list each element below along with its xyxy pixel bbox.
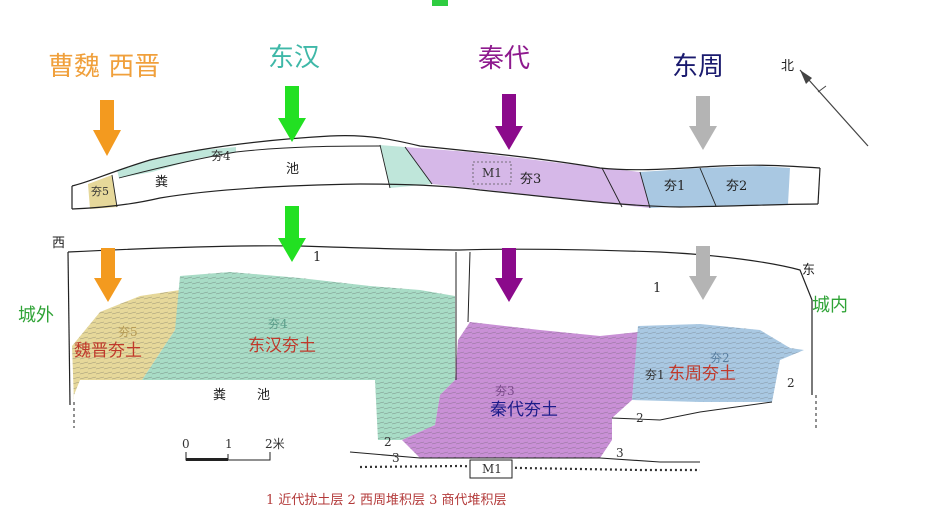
scale-one: 1	[225, 437, 233, 451]
layer2-label-b: 2	[636, 411, 644, 425]
plan-div-1	[111, 174, 118, 208]
plan-m1-box	[472, 161, 512, 185]
period-label-qin: 秦代	[478, 44, 531, 74]
layer3-label-a: 3	[392, 451, 400, 465]
section-floor	[349, 451, 700, 463]
plan-bottom-outline	[71, 183, 819, 210]
layer3-label-b: 3	[616, 446, 624, 460]
period-label-dong-han: 东汉	[268, 43, 321, 73]
top-marker	[432, 0, 448, 6]
plan-qin	[405, 147, 650, 208]
section-hang5-label: 夯5	[118, 325, 138, 339]
section-qin-hatch	[402, 322, 638, 458]
section-layer2-line	[611, 401, 773, 421]
section-weijin-hatch	[72, 290, 180, 402]
plan-fenchi-2: 池	[286, 162, 300, 177]
section-hang4-label: 夯4	[268, 317, 288, 331]
section-west-label: 西	[52, 236, 66, 251]
section-floor-hatch-line	[359, 464, 700, 472]
section-fenchi-2: 池	[257, 388, 271, 403]
plan-fenchi-1: 粪	[155, 175, 169, 190]
arrow-wei-jin-top	[93, 100, 121, 156]
layer1-label-a: 1	[313, 250, 322, 265]
layer2-label-c: 2	[384, 435, 392, 449]
plan-inner-line	[118, 145, 381, 179]
section-hang3-label: 夯3	[495, 384, 515, 398]
arrow-qin-top	[495, 94, 523, 150]
compass-north-label: 北	[781, 59, 795, 74]
plan-dongzhou	[640, 166, 790, 208]
plan-hang2-label: 夯2	[726, 179, 748, 194]
plan-hang4-label: 夯4	[211, 149, 231, 163]
weijin-rammed-earth-label: 魏晋夯土	[74, 341, 142, 361]
section-donghan-hatch	[142, 272, 455, 440]
dongzhou-rammed-earth-label: 东周夯土	[668, 364, 736, 384]
plan-view	[71, 135, 821, 210]
layer1-label-b: 1	[653, 281, 662, 296]
plan-hang4-strip	[117, 147, 236, 178]
plan-right-end	[817, 167, 821, 205]
plan-top-outline	[71, 135, 821, 187]
arrow-dong-zhou-top	[689, 96, 717, 150]
period-label-wei-jin: 曹魏 西晋	[48, 52, 161, 82]
plan-hang5	[88, 175, 117, 209]
section-hang1-label: 夯1	[645, 368, 665, 382]
plan-han-strip	[380, 145, 432, 188]
scale-two: 2米	[265, 437, 285, 451]
qin-rammed-earth-label: 秦代夯土	[490, 400, 558, 420]
stratum-legend: 1 近代扰土层 2 西周堆积层 3 商代堆积层	[266, 493, 507, 508]
arrow-wei-jin-bottom	[94, 248, 122, 302]
plan-hang1-label: 夯1	[664, 179, 686, 194]
arrow-dong-han-bottom	[278, 206, 306, 262]
scale-zero: 0	[182, 437, 190, 451]
section-west-edge	[67, 251, 71, 406]
section-fenchi-1: 粪	[213, 388, 227, 403]
plan-hang5-label: 夯5	[91, 185, 109, 198]
plan-hang3-label: 夯3	[520, 172, 542, 187]
layer2-label-a: 2	[787, 376, 795, 390]
arrow-qin-bottom	[495, 248, 523, 302]
section-pit-wall	[455, 251, 471, 380]
city-inside-label: 城内	[812, 295, 848, 316]
section-ground-line	[67, 245, 813, 350]
period-label-dong-zhou: 东周	[672, 52, 725, 82]
arrow-dong-zhou-bottom	[689, 246, 717, 300]
plan-div-4	[601, 167, 623, 208]
section-dongzhou-hatch	[632, 324, 804, 402]
city-outside-label: 城外	[18, 305, 54, 326]
section-m1-label: M1	[482, 462, 502, 476]
plan-div-6	[699, 167, 717, 207]
scale-bar-solid	[186, 458, 228, 461]
plan-m1-label: M1	[482, 166, 502, 180]
cross-section	[67, 245, 817, 479]
plan-div-2	[379, 144, 391, 189]
donghan-rammed-earth-label: 东汉夯土	[248, 336, 316, 356]
section-east-label: 东	[802, 263, 816, 278]
north-arrow	[799, 69, 869, 147]
arrow-dong-han-top	[278, 86, 306, 142]
section-hang2-label: 夯2	[710, 351, 730, 365]
plan-div-3	[404, 146, 433, 185]
section-m1-box	[469, 459, 513, 479]
plan-div-5	[639, 171, 651, 209]
